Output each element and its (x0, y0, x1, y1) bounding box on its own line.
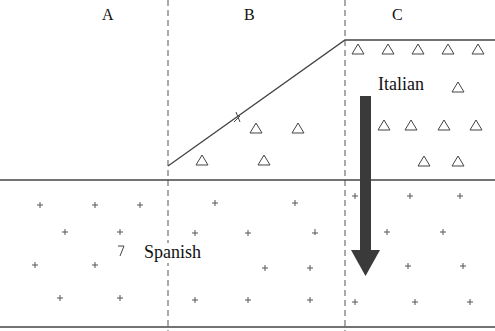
region-label: A (100, 6, 116, 24)
region-label: Spanish (142, 243, 203, 263)
region-label: B (242, 6, 257, 24)
region-label: C (390, 6, 405, 24)
region-label: Italian (376, 75, 426, 95)
